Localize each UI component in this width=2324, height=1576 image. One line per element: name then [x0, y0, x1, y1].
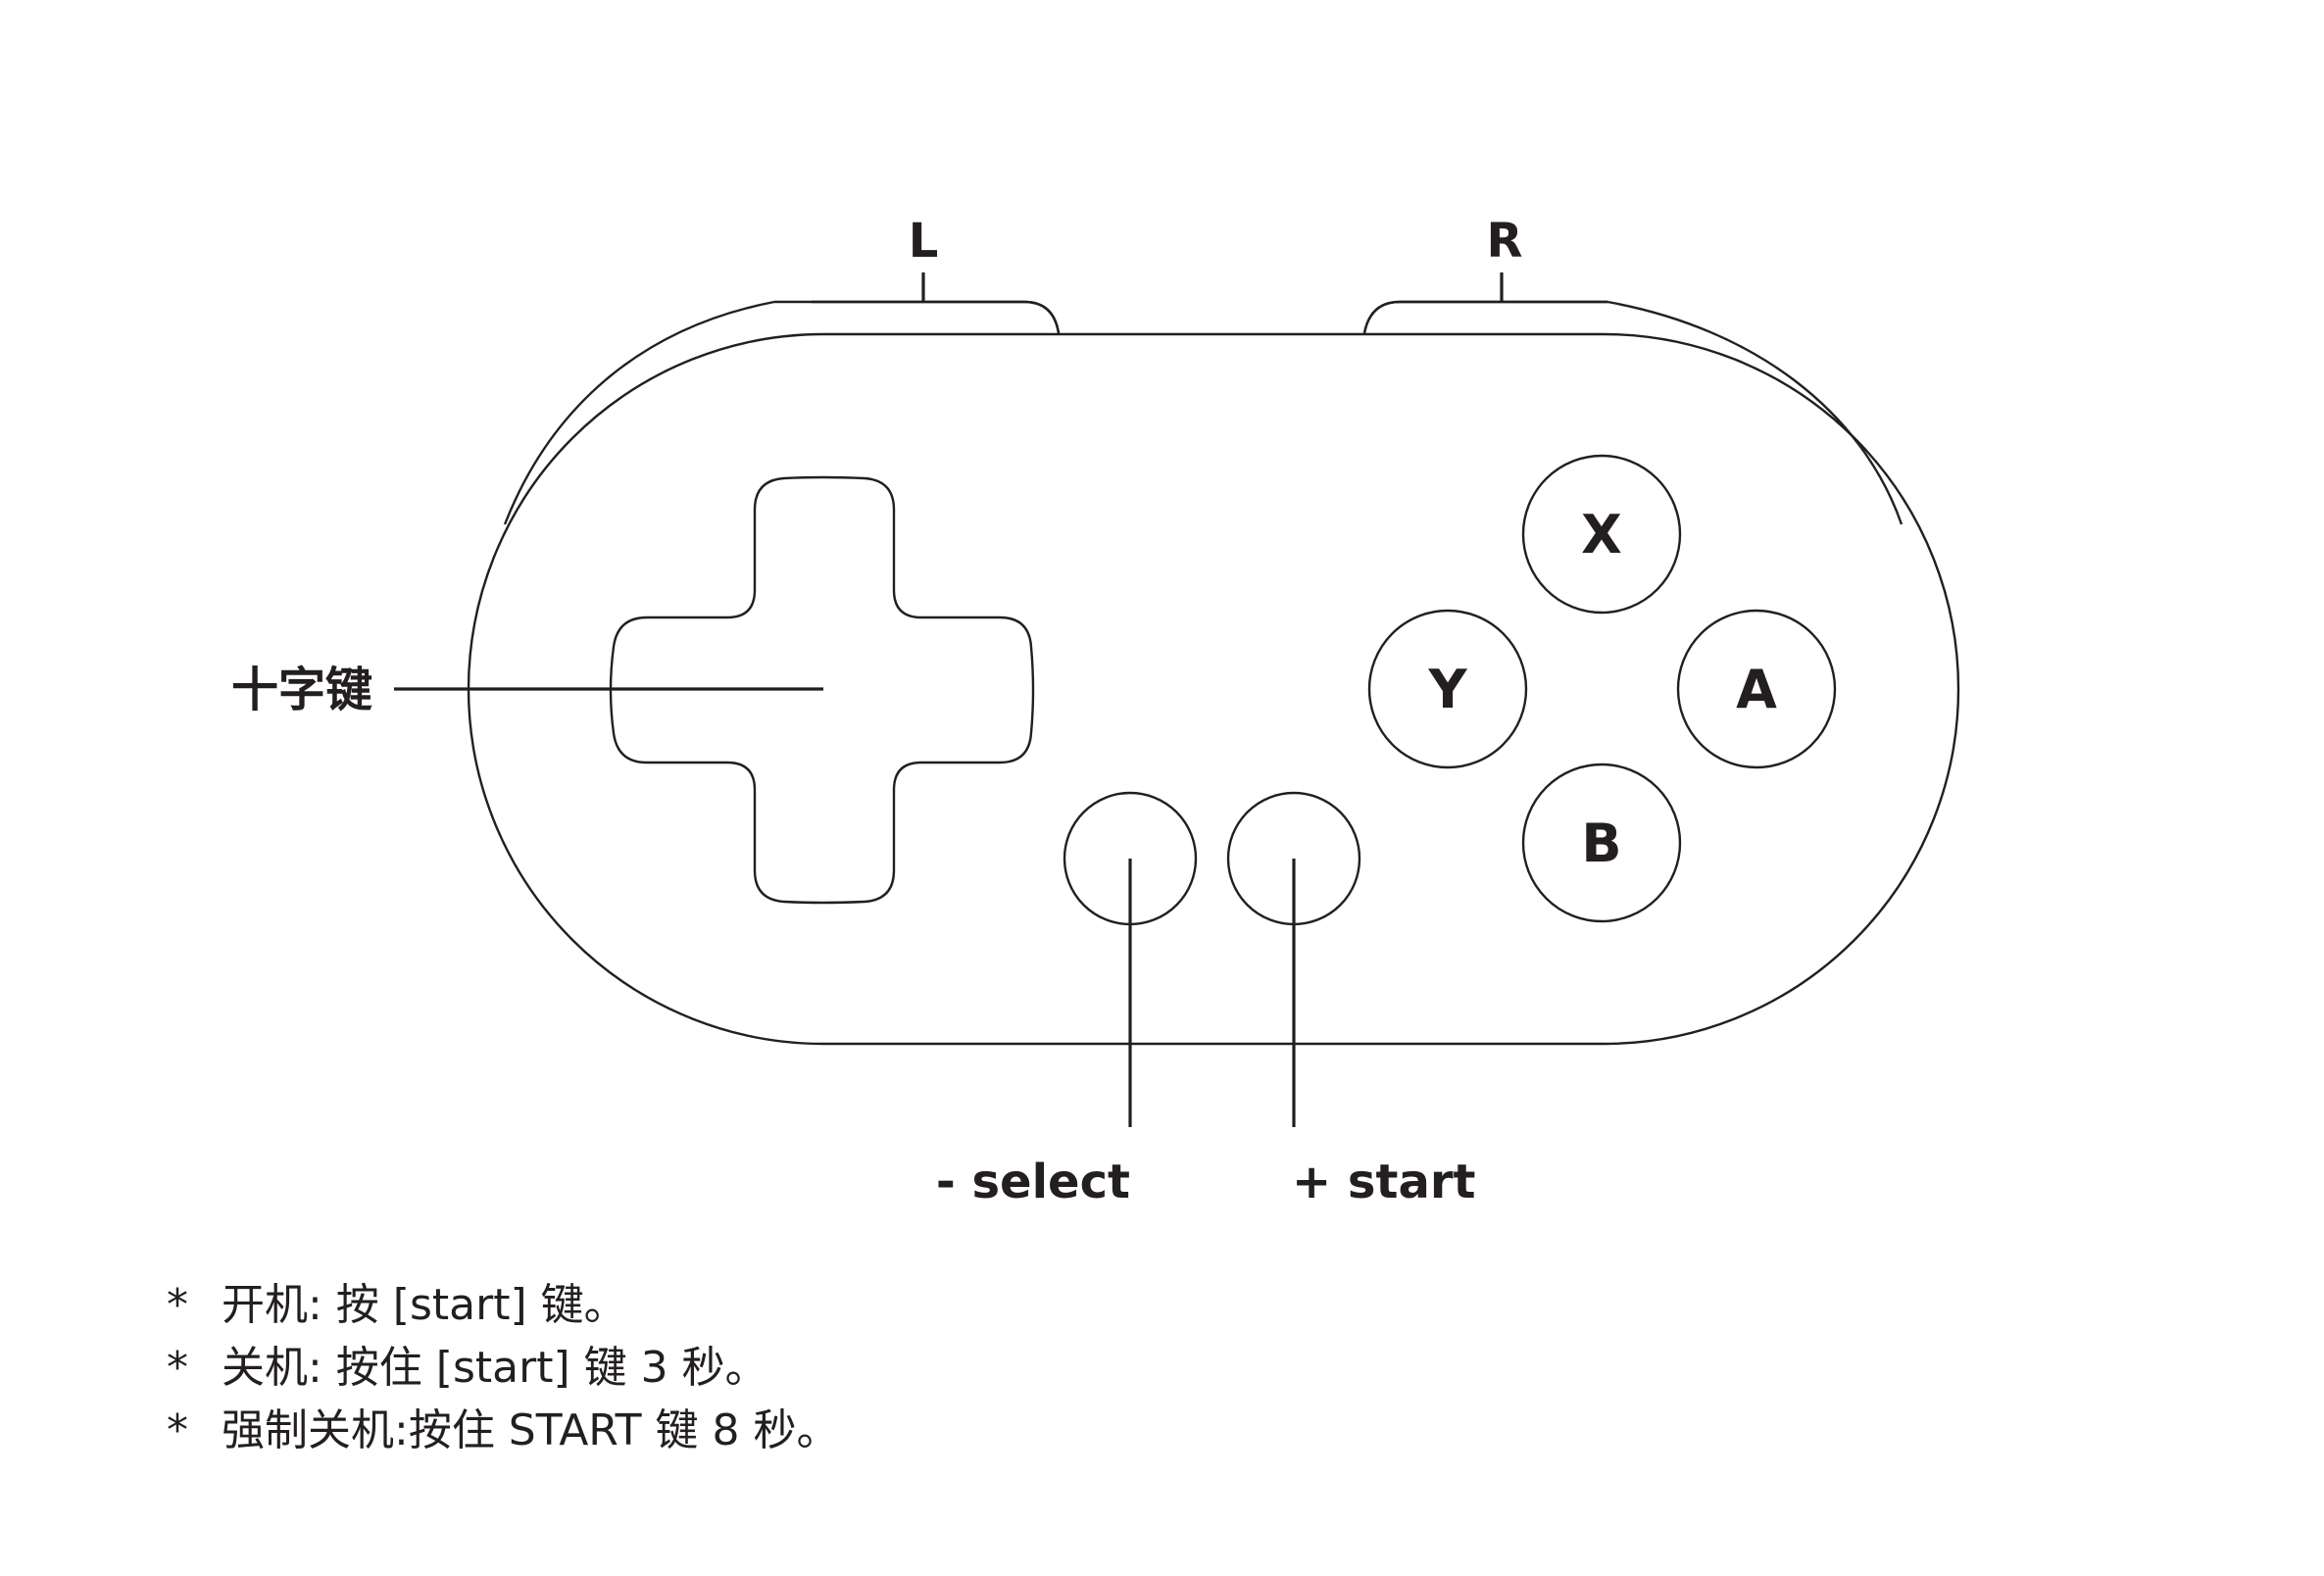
shoulder-button-left: [812, 300, 1061, 334]
power-notes: * 开机: 按 [start] 键。 * 关机: 按住 [start] 键 3 秒。…: [167, 1274, 840, 1462]
label-select: - select: [936, 1155, 1130, 1209]
label-a: A: [1736, 659, 1777, 720]
face-button-x: X: [1521, 454, 1682, 615]
label-dpad: 十字键: [231, 663, 372, 717]
note-bullet: *: [167, 1280, 188, 1330]
note-text: 关机: 按住 [start] 键 3 秒。: [222, 1343, 768, 1393]
note-bullet: *: [167, 1405, 188, 1455]
label-start: + start: [1292, 1155, 1475, 1209]
label-y: Y: [1427, 659, 1467, 720]
note-force-off: * 强制关机:按住 START 键 8 秒。: [167, 1400, 840, 1462]
note-text: 强制关机:按住 START 键 8 秒。: [222, 1405, 840, 1455]
face-button-b: B: [1521, 763, 1682, 923]
note-text: 开机: 按 [start] 键。: [222, 1280, 627, 1330]
label-b: B: [1581, 813, 1621, 874]
label-shoulder-right: R: [1487, 214, 1523, 269]
dpad: [609, 475, 1035, 905]
shoulder-button-right: [1362, 300, 1607, 334]
note-power-off: * 关机: 按住 [start] 键 3 秒。: [167, 1337, 840, 1400]
note-power-on: * 开机: 按 [start] 键。: [167, 1274, 840, 1337]
note-bullet: *: [167, 1343, 188, 1393]
face-button-y: Y: [1367, 609, 1528, 769]
face-button-a: A: [1676, 609, 1837, 769]
label-shoulder-left: L: [909, 214, 939, 269]
label-x: X: [1581, 504, 1622, 566]
